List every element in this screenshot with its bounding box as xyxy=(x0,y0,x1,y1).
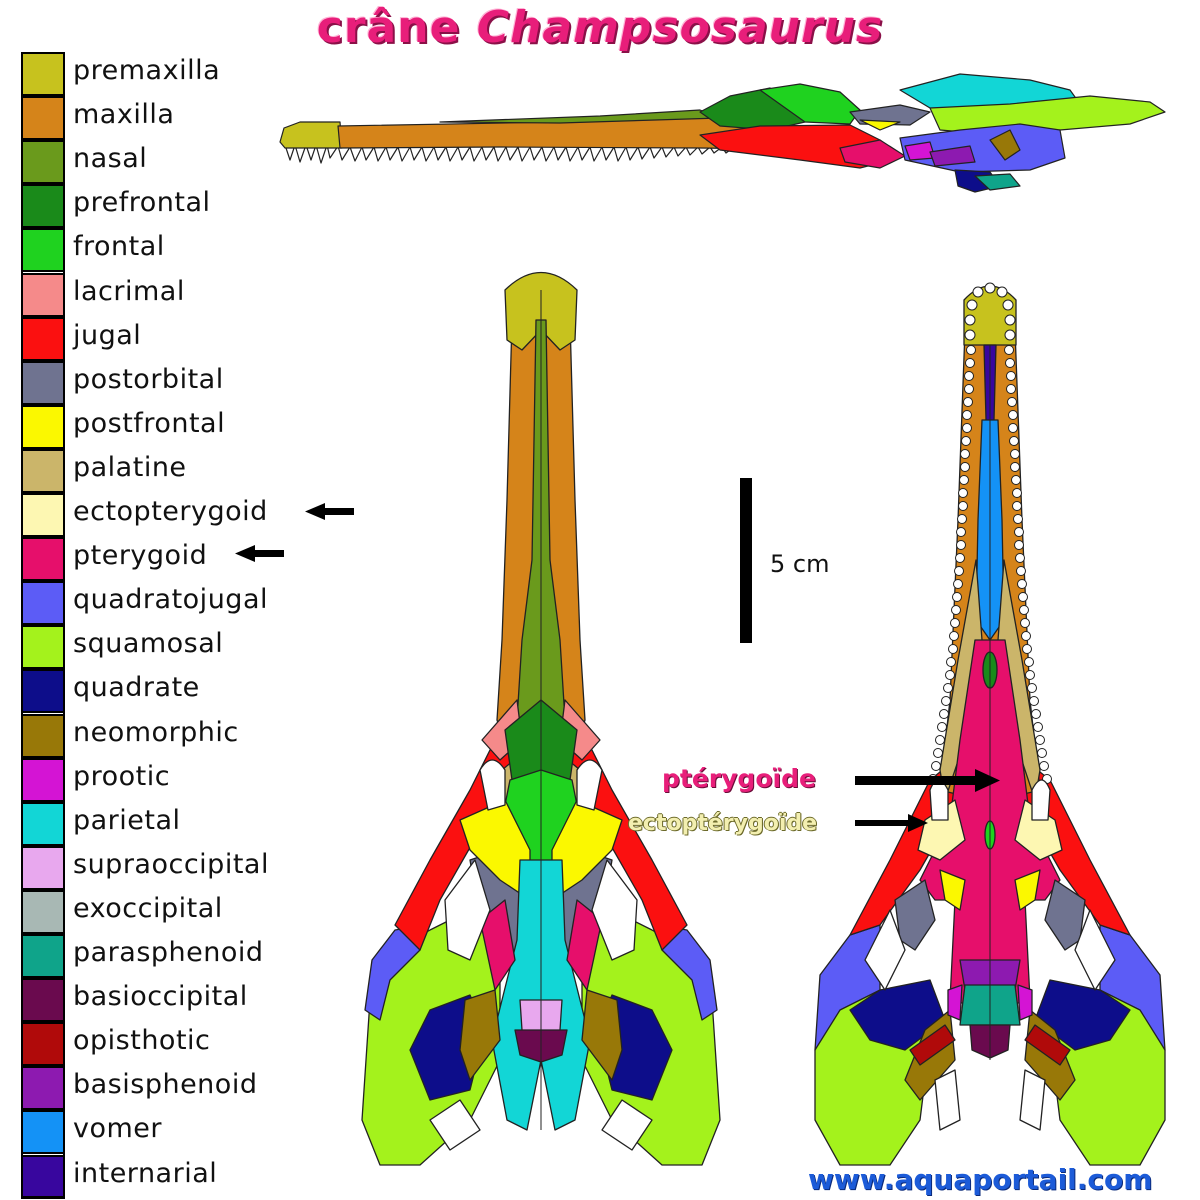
legend-label: basioccipital xyxy=(73,981,248,1013)
legend-item: palatine xyxy=(21,448,361,493)
ventral-fenestra-lower-right xyxy=(1019,1069,1046,1131)
dorsal-pterygoid-left xyxy=(479,899,516,991)
legend-label: lacrimal xyxy=(73,275,185,307)
callout-pterygoid-label: ptérygoïde xyxy=(662,764,816,793)
ventral-opisthotic-right xyxy=(1024,1024,1071,1066)
legend-item: nasal xyxy=(21,140,361,185)
ventral-premaxilla xyxy=(963,285,1017,346)
legend-swatch xyxy=(21,360,65,405)
ventral-fenestra-left xyxy=(864,909,906,991)
legend-label: postfrontal xyxy=(73,407,226,439)
legend-item: parasphenoid xyxy=(21,934,361,979)
legend-item: postorbital xyxy=(21,360,361,405)
scale-bar-label: 5 cm xyxy=(770,550,830,578)
dorsal-temporal-fenestra-right xyxy=(591,859,638,961)
ventral-ectopterygoid-right xyxy=(1014,799,1063,861)
legend-label: premaxilla xyxy=(73,55,221,86)
legend-label: maxilla xyxy=(73,99,175,131)
lateral-premaxilla xyxy=(279,121,343,149)
ventral-fenestra-lower-left xyxy=(934,1069,961,1131)
legend-label: parasphenoid xyxy=(73,937,264,968)
legend-label: exoccipital xyxy=(73,892,223,924)
lateral-pterygoid xyxy=(839,139,906,169)
ventral-orbit-right xyxy=(1031,779,1051,821)
lateral-prootic xyxy=(904,141,936,161)
dorsal-orbit-right xyxy=(576,759,603,811)
ventral-prootic-right xyxy=(1017,984,1033,1021)
dorsal-fenestra-lower-left xyxy=(429,1099,481,1151)
legend-label: quadrate xyxy=(73,672,200,704)
legend-swatch xyxy=(21,448,65,493)
diagram-title: crâne Champsosaurus xyxy=(0,2,1200,53)
legend-item: prefrontal xyxy=(21,184,361,229)
legend-label: parietal xyxy=(73,804,181,836)
legend-arrow-ectopterygoid xyxy=(305,503,354,520)
legend-swatch xyxy=(21,625,65,670)
ventral-postfrontal-right xyxy=(1014,869,1041,911)
website-credit: www.aquaportail.com xyxy=(808,1163,1153,1196)
ventral-tooth-sockets xyxy=(928,345,1052,784)
dorsal-view xyxy=(361,271,721,1166)
legend-label: frontal xyxy=(73,231,165,263)
legend-item: basioccipital xyxy=(21,978,361,1023)
legend-swatch xyxy=(21,934,65,979)
dorsal-neomorphic-left xyxy=(459,989,501,1081)
legend-label: vomer xyxy=(73,1113,163,1145)
ventral-orbit-left xyxy=(929,779,949,821)
legend-label: palatine xyxy=(73,451,187,483)
ventral-view xyxy=(814,282,1166,1166)
dorsal-orbit-left xyxy=(479,759,506,811)
ventral-premaxilla-sockets xyxy=(964,282,1016,341)
legend-swatch xyxy=(21,978,65,1023)
lateral-view xyxy=(279,73,1166,193)
dorsal-temporal-fenestra-left xyxy=(444,859,491,961)
legend-label: prootic xyxy=(73,760,171,792)
legend-swatch xyxy=(21,801,65,846)
legend-item: quadrate xyxy=(21,669,361,714)
legend-item: squamosal xyxy=(21,625,361,670)
legend-label: neomorphic xyxy=(73,716,239,748)
legend-label: jugal xyxy=(73,319,142,351)
dorsal-fenestra-lower-right xyxy=(601,1099,653,1151)
legend-item: parietal xyxy=(21,801,361,846)
legend-label: quadratojugal xyxy=(73,584,268,616)
legend-label: pterygoid xyxy=(73,540,208,572)
legend-label: opisthotic xyxy=(73,1025,211,1057)
ventral-postfrontal-left xyxy=(939,869,966,911)
legend-item: exoccipital xyxy=(21,889,361,934)
lateral-postfrontal xyxy=(859,119,901,131)
lateral-teeth xyxy=(284,144,781,164)
legend-arrow-pterygoid xyxy=(235,545,284,562)
lateral-parasphenoid xyxy=(974,173,1021,191)
ventral-ectopterygoid-left xyxy=(917,799,966,861)
legend-label: internarial xyxy=(73,1157,218,1189)
legend-item: pterygoid xyxy=(21,537,361,582)
scale-bar xyxy=(740,478,752,643)
legend-label: basisphenoid xyxy=(73,1069,258,1101)
legend-label: postorbital xyxy=(73,363,224,395)
ventral-fenestra-right xyxy=(1074,909,1116,991)
dorsal-pterygoid-right xyxy=(566,899,603,991)
ventral-opisthotic-left xyxy=(909,1024,956,1066)
callout-arrow-pterygoid xyxy=(855,769,1000,792)
legend-item: basisphenoid xyxy=(21,1066,361,1111)
legend-label: prefrontal xyxy=(73,187,211,219)
legend-item: quadratojugal xyxy=(21,581,361,626)
legend-item: jugal xyxy=(21,316,361,361)
ventral-prootic-left xyxy=(947,984,963,1021)
legend-label: squamosal xyxy=(73,628,224,660)
lateral-neomorphic xyxy=(989,129,1021,161)
legend-label: ectopterygoid xyxy=(73,496,268,527)
legend-label: nasal xyxy=(73,143,148,175)
legend-swatch xyxy=(21,1154,65,1199)
title-genus: Champsosaurus xyxy=(476,2,884,53)
legend-item: internarial xyxy=(21,1154,361,1199)
callout-ectopterygoid-label: ectoptérygoïde xyxy=(628,811,818,836)
legend-label: supraoccipital xyxy=(73,848,269,880)
callout-arrow-ectopterygoid xyxy=(855,814,928,832)
dorsal-neomorphic-right xyxy=(581,989,623,1081)
title-prefix: crâne xyxy=(316,2,461,53)
lateral-basisphenoid xyxy=(929,145,976,167)
